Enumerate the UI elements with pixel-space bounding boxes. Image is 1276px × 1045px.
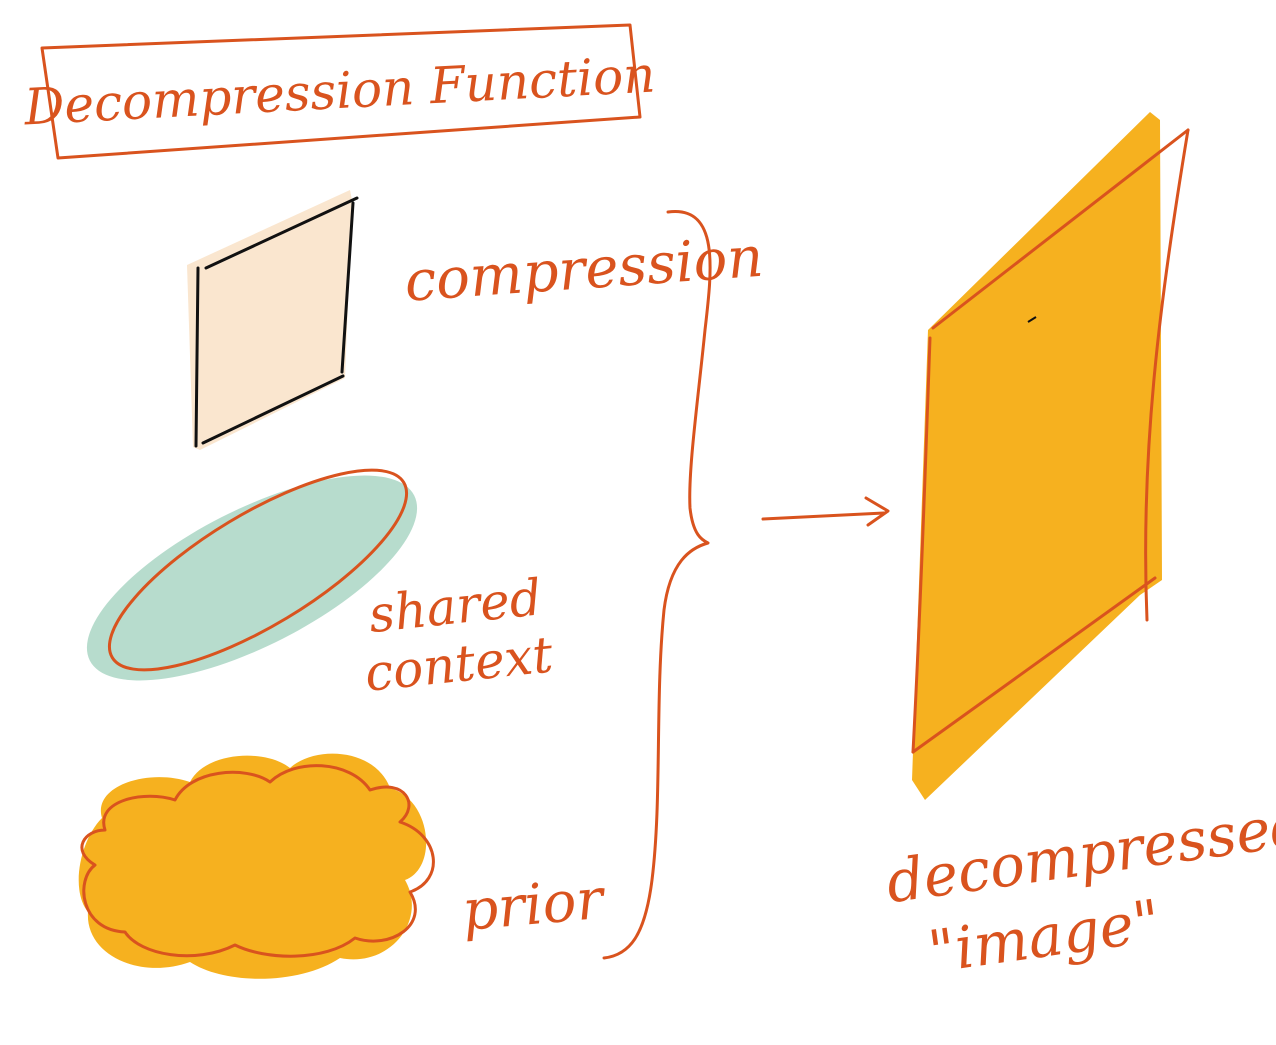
- title-border: [40, 23, 642, 160]
- prior-fill: [78, 753, 427, 979]
- decompressed-image-edge-bottom: [911, 576, 1157, 754]
- compression-fill: [187, 190, 352, 450]
- title-box: Decompression Function: [22, 23, 657, 160]
- decompressed-image-edge-left: [911, 336, 932, 754]
- decompressed-image-edge-right: [1144, 128, 1190, 622]
- grouping-brace: [602, 210, 712, 960]
- prior-outline: [80, 764, 435, 958]
- shared-context-outline: [107, 468, 409, 672]
- decompressed-image-fill: [912, 112, 1162, 800]
- decompressed-image-label: decompressed "image": [882, 787, 1276, 990]
- decompressed-image-shape: [911, 112, 1190, 800]
- prior-shape: [78, 753, 435, 979]
- compression-edge-left: [194, 266, 200, 448]
- decompressed-image-edge-top: [931, 128, 1190, 330]
- arrow-icon: [761, 496, 890, 527]
- shared-context-fill: [86, 475, 418, 681]
- compression-edge-bottom: [201, 374, 345, 445]
- shared-context-shape: [86, 468, 418, 681]
- shared-context-label: shared context: [356, 567, 566, 703]
- compression-shape: [187, 190, 359, 450]
- compression-edge-right: [340, 201, 355, 374]
- compression-edge-top: [204, 196, 359, 270]
- prior-label: prior: [460, 867, 609, 944]
- decompressed-image-mark: [1027, 316, 1037, 323]
